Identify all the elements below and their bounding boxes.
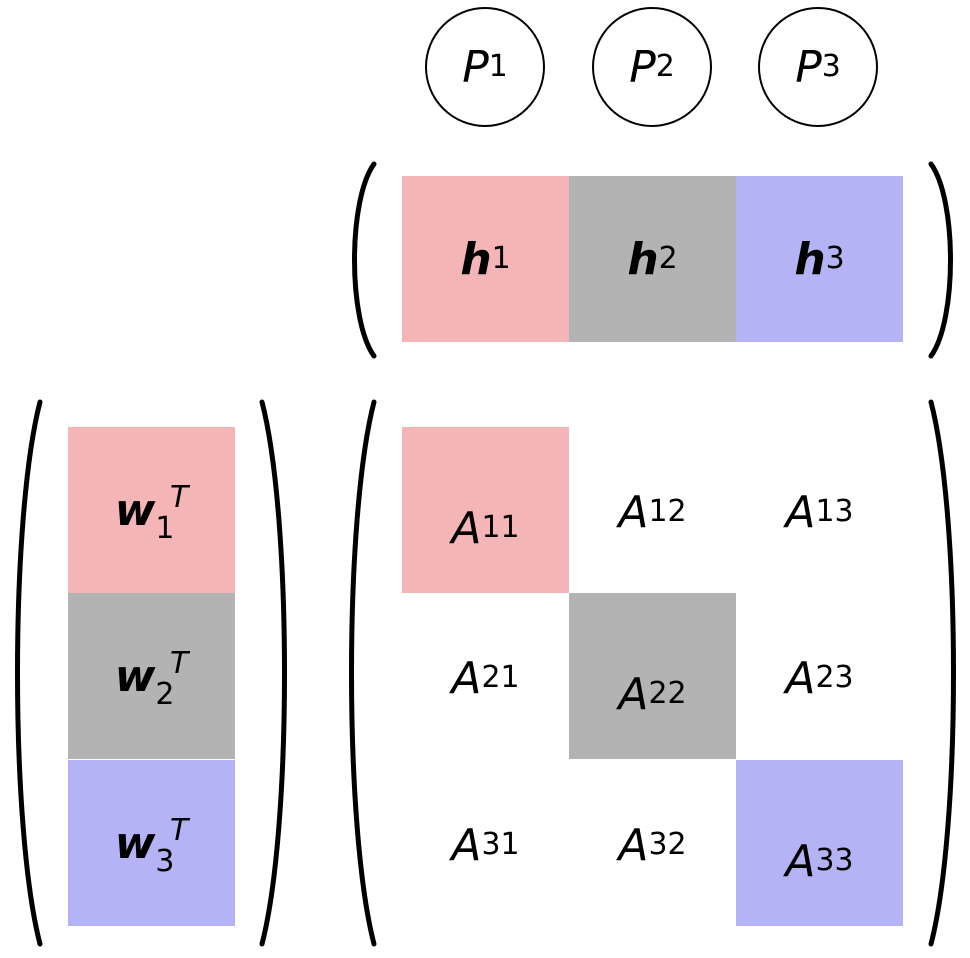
w-vector-block-2: w2T <box>68 593 235 759</box>
h-vector-right-paren <box>928 161 953 359</box>
h1-symbol: h <box>460 233 492 285</box>
a32-symbol: A <box>618 819 649 871</box>
w2-index: 2 <box>155 676 175 712</box>
w1-symbol: w <box>114 484 156 536</box>
a23-symbol: A <box>785 652 816 704</box>
w1-index: 1 <box>155 510 175 546</box>
a13-symbol: A <box>785 486 816 538</box>
w-vector-left-paren <box>15 399 43 947</box>
matrix-left-paren <box>349 399 377 947</box>
a12-symbol: A <box>618 486 649 538</box>
w1-transpose: T <box>169 479 189 515</box>
w2-transpose: T <box>169 645 189 681</box>
w3-transpose: T <box>169 812 189 848</box>
h-vector-left-paren <box>352 161 377 359</box>
a31-symbol: A <box>451 819 482 871</box>
processor-p2-symbol: P <box>629 41 656 93</box>
a22-symbol: A <box>618 668 649 720</box>
w-vector-block-3: w3T <box>68 760 235 926</box>
w-vector-right-paren <box>259 399 287 947</box>
a11-symbol: A <box>451 502 482 554</box>
h2-symbol: h <box>627 233 659 285</box>
processor-p1-symbol: P <box>462 41 489 93</box>
a21-symbol: A <box>451 652 482 704</box>
w3-symbol: w <box>114 817 156 869</box>
h3-symbol: h <box>794 233 826 285</box>
w3-index: 3 <box>155 843 175 879</box>
matrix-right-paren <box>928 399 956 947</box>
a33-symbol: A <box>785 835 816 887</box>
w2-symbol: w <box>114 650 156 702</box>
w-vector-block-1: w1T <box>68 427 235 593</box>
processor-p3-symbol: P <box>795 41 822 93</box>
